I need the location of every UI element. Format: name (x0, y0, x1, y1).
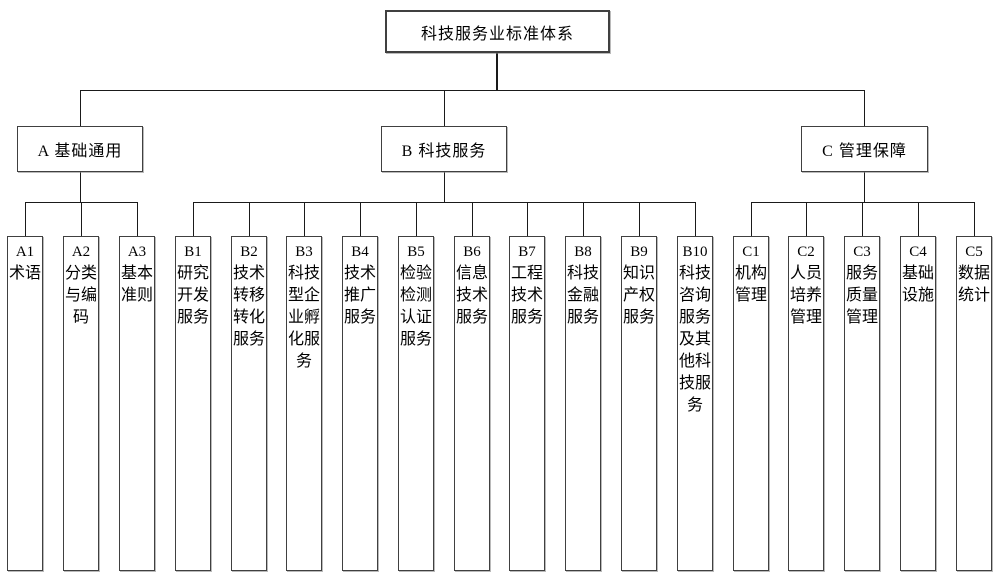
leaf-code-a1: A1 (15, 244, 35, 260)
connector-leaf-drop-b7 (527, 202, 528, 236)
connector-drop-branch-a (80, 90, 81, 126)
connector-branch-a-stem (80, 172, 81, 202)
leaf-code-b8: B8 (574, 244, 592, 260)
branch-node-a-label: A 基础通用 (37, 143, 123, 160)
connector-leaf-drop-c3 (862, 202, 863, 236)
branch-node-b: B 科技服务 (381, 126, 507, 172)
leaf-text-b2: 技术转移转化服务 (232, 265, 265, 348)
connector-drop-branch-c (864, 90, 865, 126)
leaf-code-b7: B7 (518, 244, 536, 260)
leaf-text-b5: 检验检测认证服务 (399, 265, 432, 348)
leaf-text-b9: 知识产权服务 (622, 265, 655, 326)
connector-leaf-drop-b8 (583, 202, 584, 236)
root-node-label: 科技服务业标准体系 (420, 25, 574, 43)
connector-leaf-drop-b9 (639, 202, 640, 236)
connector-leaf-drop-b1 (193, 202, 194, 236)
leaf-code-c5: C5 (965, 244, 983, 260)
leaf-text-b10: 科技咨询服务及其他科技服务 (678, 265, 711, 414)
leaf-node-b10: B10 科技咨询服务及其他科技服务 (677, 236, 713, 571)
leaf-code-c1: C1 (742, 244, 760, 260)
leaf-code-c2: C2 (797, 244, 815, 260)
connector-branch-c-hline (751, 202, 975, 203)
connector-leaf-drop-c4 (918, 202, 919, 236)
leaf-node-c2: C2 人员培养管理 (788, 236, 824, 571)
leaf-text-c5: 数据统计 (957, 265, 990, 304)
leaf-text-a2: 分类与编码 (64, 265, 97, 326)
leaf-node-b2: B2 技术转移转化服务 (231, 236, 267, 571)
leaf-node-b3: B3 科技型企业孵化服务 (286, 236, 322, 571)
leaf-text-b4: 技术推广服务 (343, 265, 376, 326)
leaf-code-b10: B10 (682, 244, 708, 260)
connector-level1-hline (80, 90, 865, 91)
branch-node-c: C 管理保障 (801, 126, 928, 172)
leaf-text-c3: 服务质量管理 (845, 265, 878, 326)
leaf-code-b9: B9 (630, 244, 648, 260)
leaf-code-b5: B5 (407, 244, 425, 260)
leaf-text-a1: 术语 (8, 265, 41, 282)
root-node: 科技服务业标准体系 (385, 10, 610, 53)
leaf-code-c3: C3 (853, 244, 871, 260)
leaf-node-b1: B1 研究开发服务 (175, 236, 211, 571)
leaf-node-c1: C1 机构管理 (733, 236, 769, 571)
leaf-node-b6: B6 信息技术服务 (454, 236, 490, 571)
connector-leaf-drop-a1 (25, 202, 26, 236)
leaf-node-b5: B5 检验检测认证服务 (398, 236, 434, 571)
connector-leaf-drop-a3 (137, 202, 138, 236)
leaf-code-a2: A2 (71, 244, 91, 260)
connector-leaf-drop-c2 (806, 202, 807, 236)
leaf-code-b6: B6 (463, 244, 481, 260)
leaf-text-b3: 科技型企业孵化服务 (287, 265, 320, 370)
leaf-node-b9: B9 知识产权服务 (621, 236, 657, 571)
leaf-text-c2: 人员培养管理 (789, 265, 822, 326)
leaf-code-b4: B4 (351, 244, 369, 260)
branch-node-b-label: B 科技服务 (401, 143, 487, 160)
connector-leaf-drop-b3 (304, 202, 305, 236)
connector-leaf-drop-c1 (751, 202, 752, 236)
leaf-node-b7: B7 工程技术服务 (509, 236, 545, 571)
connector-leaf-drop-b4 (360, 202, 361, 236)
branch-node-a: A 基础通用 (17, 126, 143, 172)
connector-branch-b-hline (193, 202, 696, 203)
leaf-text-a3: 基本准则 (120, 265, 153, 304)
leaf-node-b4: B4 技术推广服务 (342, 236, 378, 571)
leaf-node-c4: C4 基础设施 (900, 236, 936, 571)
leaf-code-b3: B3 (295, 244, 313, 260)
leaf-code-b2: B2 (240, 244, 258, 260)
connector-leaf-drop-b5 (416, 202, 417, 236)
leaf-node-c3: C3 服务质量管理 (844, 236, 880, 571)
leaf-code-c4: C4 (909, 244, 927, 260)
leaf-node-a3: A3 基本准则 (119, 236, 155, 571)
leaf-node-a2: A2 分类与编码 (63, 236, 99, 571)
leaf-node-c5: C5 数据统计 (956, 236, 992, 571)
leaf-node-a1: A1 术语 (7, 236, 43, 571)
leaf-code-b1: B1 (184, 244, 202, 260)
connector-leaf-drop-b2 (249, 202, 250, 236)
branch-node-c-label: C 管理保障 (822, 143, 907, 160)
leaf-text-b7: 工程技术服务 (510, 265, 543, 326)
connector-root-drop (496, 53, 498, 90)
connector-branch-b-stem (444, 172, 445, 202)
connector-drop-branch-b (444, 90, 445, 126)
leaf-text-c1: 机构管理 (734, 265, 767, 304)
connector-leaf-drop-b10 (695, 202, 696, 236)
leaf-code-a3: A3 (127, 244, 147, 260)
leaf-text-b8: 科技金融服务 (566, 265, 599, 326)
connector-leaf-drop-a2 (81, 202, 82, 236)
leaf-text-b1: 研究开发服务 (176, 265, 209, 326)
leaf-text-c4: 基础设施 (901, 265, 934, 304)
leaf-text-b6: 信息技术服务 (455, 265, 488, 326)
connector-branch-c-stem (864, 172, 865, 202)
connector-leaf-drop-c5 (974, 202, 975, 236)
leaf-node-b8: B8 科技金融服务 (565, 236, 601, 571)
connector-leaf-drop-b6 (472, 202, 473, 236)
